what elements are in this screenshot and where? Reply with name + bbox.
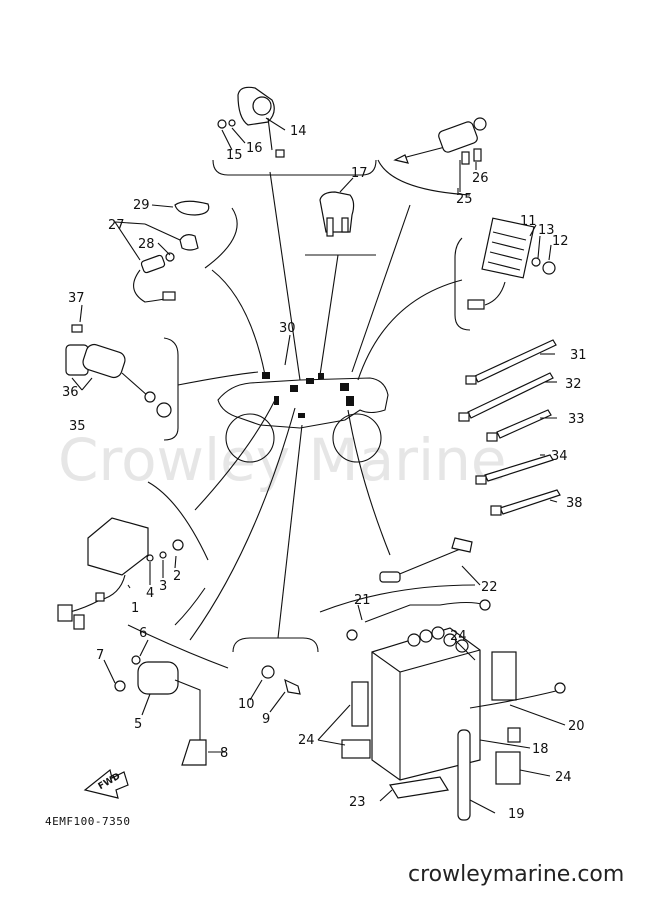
- callout-16: 16: [246, 141, 263, 156]
- callout-numbers: 1 2 3 4 5 6 7 8 9 10 11 12 13 14 15 16 1…: [62, 124, 587, 822]
- callout-7: 7: [96, 648, 104, 663]
- part-1-cdi-unit: [57, 517, 184, 630]
- callout-24-left: 24: [298, 733, 315, 748]
- part-5-ignition-coil: [114, 655, 207, 766]
- callout-38: 38: [566, 496, 583, 511]
- callout-32: 32: [565, 377, 582, 392]
- callout-26: 26: [472, 171, 489, 186]
- callout-30: 30: [279, 321, 296, 336]
- callout-25: 25: [456, 192, 473, 207]
- callout-10: 10: [238, 697, 255, 712]
- forward-arrow-icon: FWD: [83, 768, 129, 799]
- callout-24-right: 24: [555, 770, 572, 785]
- callout-11: 11: [520, 214, 537, 229]
- callout-4: 4: [146, 586, 154, 601]
- callout-19: 19: [508, 807, 525, 822]
- callout-35: 35: [69, 419, 86, 434]
- callout-37: 37: [68, 291, 85, 306]
- part-18-battery: [341, 537, 566, 821]
- callout-34: 34: [551, 449, 568, 464]
- callout-27: 27: [108, 218, 125, 233]
- callout-29: 29: [133, 198, 150, 213]
- callout-leaders: [71, 117, 566, 814]
- callout-9: 9: [262, 712, 270, 727]
- group-brackets: [127, 159, 476, 669]
- callout-23: 23: [349, 795, 366, 810]
- callout-12: 12: [552, 234, 569, 249]
- callout-15: 15: [226, 148, 243, 163]
- callout-28: 28: [138, 237, 155, 252]
- part-27-switch: [133, 200, 210, 303]
- callout-17: 17: [351, 166, 368, 181]
- part-11-regulator: [467, 217, 556, 310]
- callout-5: 5: [134, 717, 142, 732]
- callout-18: 18: [532, 742, 549, 757]
- callout-6: 6: [139, 626, 147, 641]
- leader-lines: [174, 171, 463, 641]
- part-35-horn: [65, 324, 172, 418]
- watermark-text: Crowley Marine: [58, 426, 507, 494]
- part-25-switch: [393, 117, 487, 165]
- callout-22: 22: [481, 580, 498, 595]
- cable-ties: [458, 339, 561, 516]
- callout-8: 8: [220, 746, 228, 761]
- callout-31: 31: [570, 348, 587, 363]
- callout-14: 14: [290, 124, 307, 139]
- callout-1: 1: [131, 601, 139, 616]
- part-17-cover: [319, 191, 355, 237]
- callout-24-top: 24: [450, 629, 467, 644]
- callout-36: 36: [62, 385, 79, 400]
- vehicle-outline: [217, 372, 389, 463]
- part-9-switch: [261, 665, 301, 695]
- callout-2: 2: [173, 569, 181, 584]
- callout-21: 21: [354, 593, 371, 608]
- callout-3: 3: [159, 579, 167, 594]
- website-url: crowleymarine.com: [408, 862, 624, 887]
- callout-33: 33: [568, 412, 585, 427]
- callout-13: 13: [538, 223, 555, 238]
- starter-relay-part: [217, 86, 285, 158]
- drawing-code: 4EMF100-7350: [45, 815, 130, 828]
- callout-20: 20: [568, 719, 585, 734]
